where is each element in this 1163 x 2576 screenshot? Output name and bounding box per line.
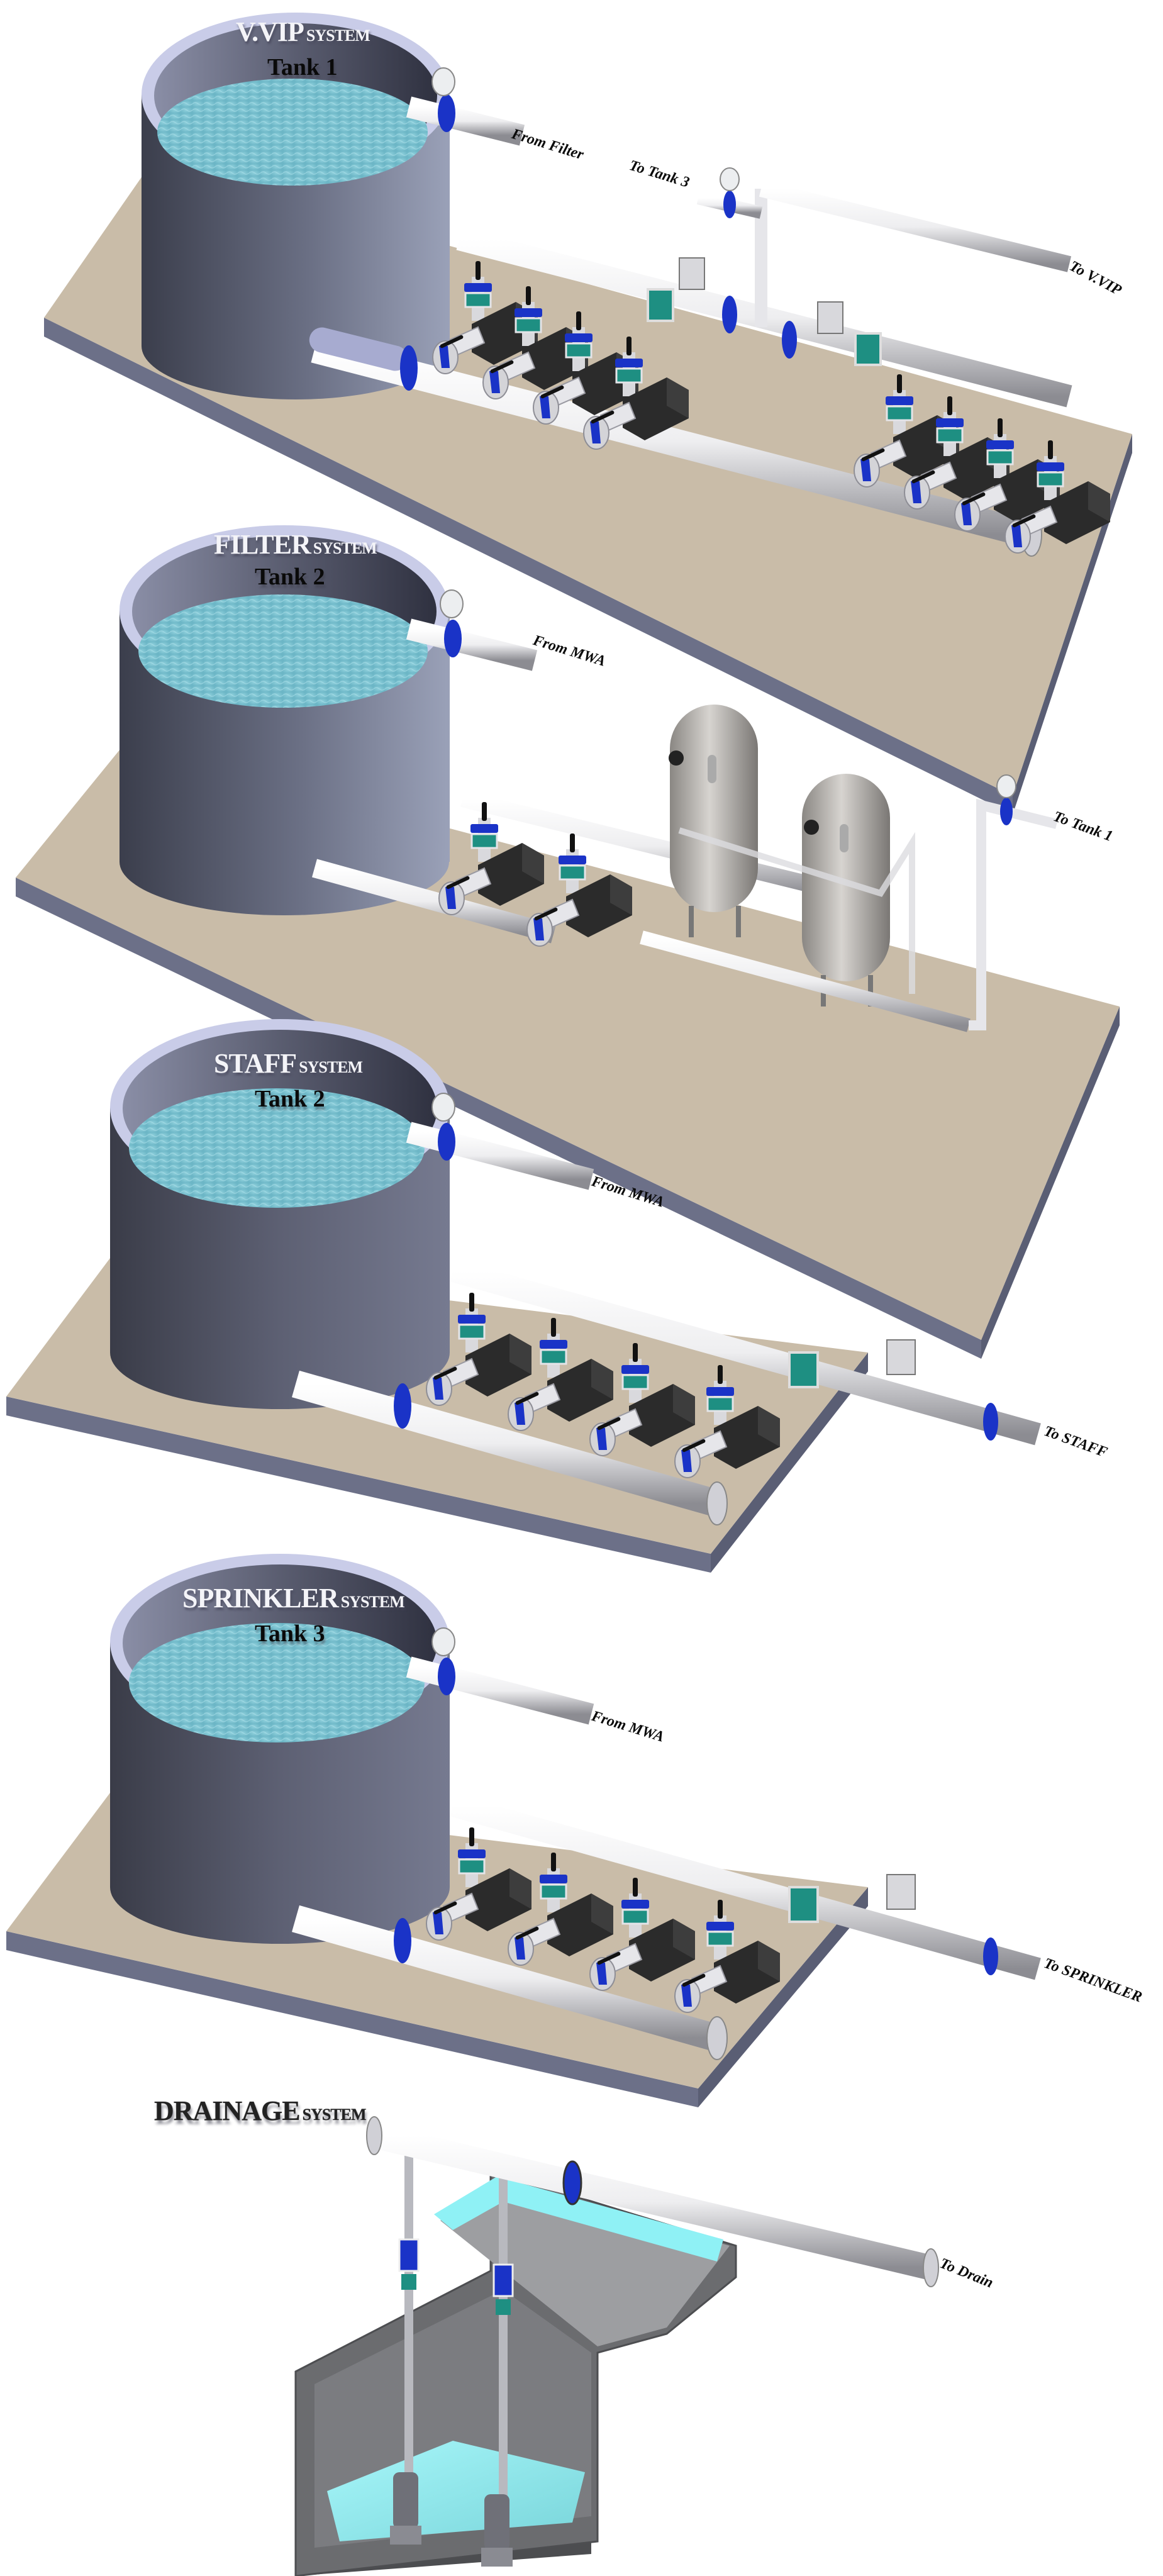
vvip-platform-side [44, 318, 1013, 815]
sprinkler-tank-bottom [110, 1831, 450, 1944]
staff-flow-meter [788, 1351, 819, 1388]
drainage-submersible-pump[interactable] [390, 2472, 421, 2545]
vvip-flow-meter-2 [854, 332, 882, 366]
filter-suction-pipe [312, 859, 556, 944]
filter-platform-side [16, 878, 981, 1359]
sprinkler-flow-meter [788, 1886, 819, 1923]
staff-actuator[interactable] [431, 1093, 455, 1122]
filter-vessel [669, 705, 758, 937]
vvip-system [44, 13, 1132, 815]
sprinkler-actuator[interactable] [431, 1627, 455, 1656]
system-name: STAFF [214, 1048, 297, 1079]
drainage-meter-1 [401, 2274, 416, 2290]
staff-outlet-valve[interactable] [983, 1403, 998, 1441]
vvip-valve-2[interactable] [722, 296, 737, 333]
vvip-tank-label: Tank 1 [267, 54, 338, 81]
staff-tank-label: Tank 2 [255, 1086, 325, 1112]
filter-inlet-pipe [406, 618, 538, 671]
system-name: SPRINKLER [182, 1583, 339, 1614]
sprinkler-inlet-valve[interactable] [438, 1658, 455, 1695]
vvip-tank3-actuator[interactable] [720, 167, 740, 191]
system-suffix: SYSTEM [313, 539, 377, 557]
drainage-pipe-flange-start [366, 2116, 382, 2155]
filter-header-pipe [460, 791, 849, 901]
vvip-inlet-pipe [406, 96, 525, 146]
staff-platform-side-right [711, 1352, 868, 1573]
drainage-check-valve-2[interactable] [492, 2263, 514, 2297]
vvip-tank3-valve[interactable] [723, 191, 736, 218]
drainage-pit-water [327, 2441, 585, 2541]
sprinkler-platform-side-right [698, 1887, 868, 2107]
system-suffix: SYSTEM [302, 2105, 367, 2124]
system-name: FILTER [214, 529, 311, 560]
vvip-control-box-1 [679, 257, 705, 290]
vvip-suction-stub [309, 327, 408, 371]
sprinkler-tank-label: Tank 3 [255, 1620, 325, 1647]
system-suffix: SYSTEM [306, 26, 370, 45]
vvip-inlet-valve[interactable] [438, 94, 455, 132]
filter-platform-side-right [981, 1006, 1120, 1359]
filter-out-valve[interactable] [1000, 798, 1013, 825]
drainage-main-pipe [371, 2123, 934, 2280]
staff-suction-end [706, 1481, 728, 1525]
drainage-meter-2 [496, 2299, 511, 2315]
vvip-platform-side-right [1013, 434, 1132, 815]
sprinkler-system [6, 1554, 1041, 2107]
vvip-tank-water [157, 79, 428, 186]
sprinkler-suction-end [706, 2016, 728, 2060]
staff-platform-side [6, 1397, 711, 1573]
staff-inlet-valve[interactable] [438, 1123, 455, 1161]
vvip-to-vvip-pipe [759, 181, 1072, 272]
drainage-ledge [440, 2183, 730, 2346]
sprinkler-suction-valve[interactable] [394, 1918, 411, 1963]
vvip-flow-meter-1 [647, 288, 674, 322]
staff-suction-valve[interactable] [394, 1383, 411, 1429]
system-name: V.VIP [236, 16, 304, 47]
filter-system [16, 525, 1120, 1359]
drainage-system [294, 2116, 939, 2576]
staff-discharge-manifold [450, 1259, 1041, 1446]
system-suffix: SYSTEM [340, 1593, 405, 1611]
staff-suction-header [291, 1370, 721, 1517]
drainage-submersible-pump[interactable] [481, 2494, 513, 2567]
system-suffix: SYSTEM [299, 1058, 363, 1076]
sprinkler-platform-side [6, 1931, 698, 2107]
filter-tank-water [138, 594, 428, 708]
drainage-pipe-flange-end [923, 2248, 939, 2287]
filter-backwash-pipe [678, 827, 915, 994]
drainage-butterfly-valve[interactable] [562, 2160, 582, 2205]
staff-control-box [886, 1339, 916, 1375]
sprinkler-control-box [886, 1874, 916, 1910]
sprinkler-tank-water [129, 1623, 425, 1742]
filter-tank-label: Tank 2 [255, 564, 325, 590]
sprinkler-outlet-valve[interactable] [983, 1938, 998, 1975]
vvip-actuator[interactable] [431, 67, 455, 96]
vvip-valve-3[interactable] [782, 321, 797, 359]
staff-system [6, 1019, 1041, 1573]
staff-tank-water [129, 1088, 425, 1208]
system-name: DRAINAGE [154, 2095, 301, 2126]
vvip-suction-valve[interactable] [400, 345, 418, 391]
sprinkler-discharge-manifold [450, 1794, 1041, 1980]
filter-outlet-riser [969, 798, 1058, 1030]
staff-tank-bottom [110, 1296, 450, 1409]
drainage-check-valve-1[interactable] [398, 2238, 420, 2272]
filter-actuator[interactable] [440, 589, 464, 618]
vvip-control-box-2 [817, 301, 843, 334]
filter-inlet-valve[interactable] [444, 620, 462, 657]
filter-bottom-manifold [640, 930, 971, 1032]
sprinkler-suction-header [291, 1905, 721, 2052]
filter-out-actuator[interactable] [996, 774, 1016, 798]
